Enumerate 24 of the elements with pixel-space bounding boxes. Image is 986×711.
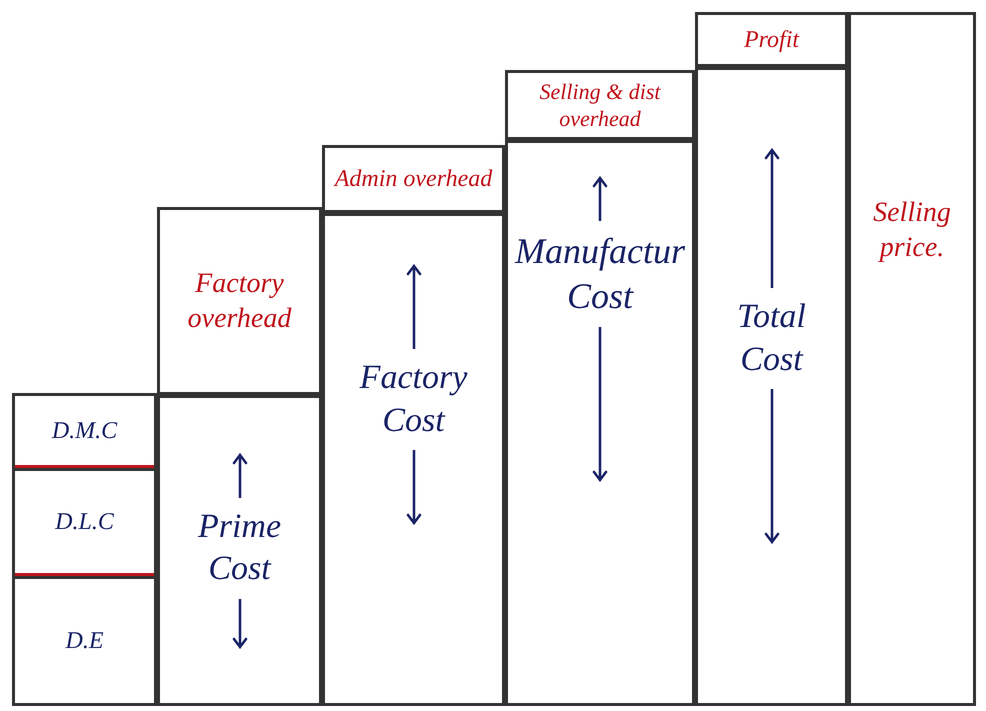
cost-column: [322, 213, 505, 706]
box-label: D.L.C: [54, 508, 115, 537]
cost-column: [505, 140, 695, 706]
box-label: Total Cost: [736, 297, 807, 380]
price-column: [848, 12, 976, 706]
box-label: D.E: [64, 627, 104, 656]
box-label: Manufactur Cost: [514, 230, 686, 318]
box-label: D.M.C: [50, 416, 118, 446]
box-label: Profit: [742, 26, 800, 54]
box-label: Selling & dist overhead: [538, 78, 662, 132]
cost-cell: [12, 576, 157, 706]
cost-cell: [12, 468, 157, 576]
cost-cell: [12, 393, 157, 468]
box-label: Factory Cost: [358, 358, 468, 440]
overhead-box: [322, 145, 505, 213]
box-label: Prime Cost: [196, 506, 282, 589]
overhead-box: [505, 70, 695, 140]
cost-column: [157, 395, 322, 706]
box-label: Selling price.: [872, 196, 952, 265]
overhead-box: [157, 207, 322, 395]
profit-box: [695, 12, 848, 67]
box-label: Factory overhead: [186, 267, 292, 336]
box-label: Admin overhead: [332, 165, 494, 194]
cost-column: [695, 67, 848, 706]
